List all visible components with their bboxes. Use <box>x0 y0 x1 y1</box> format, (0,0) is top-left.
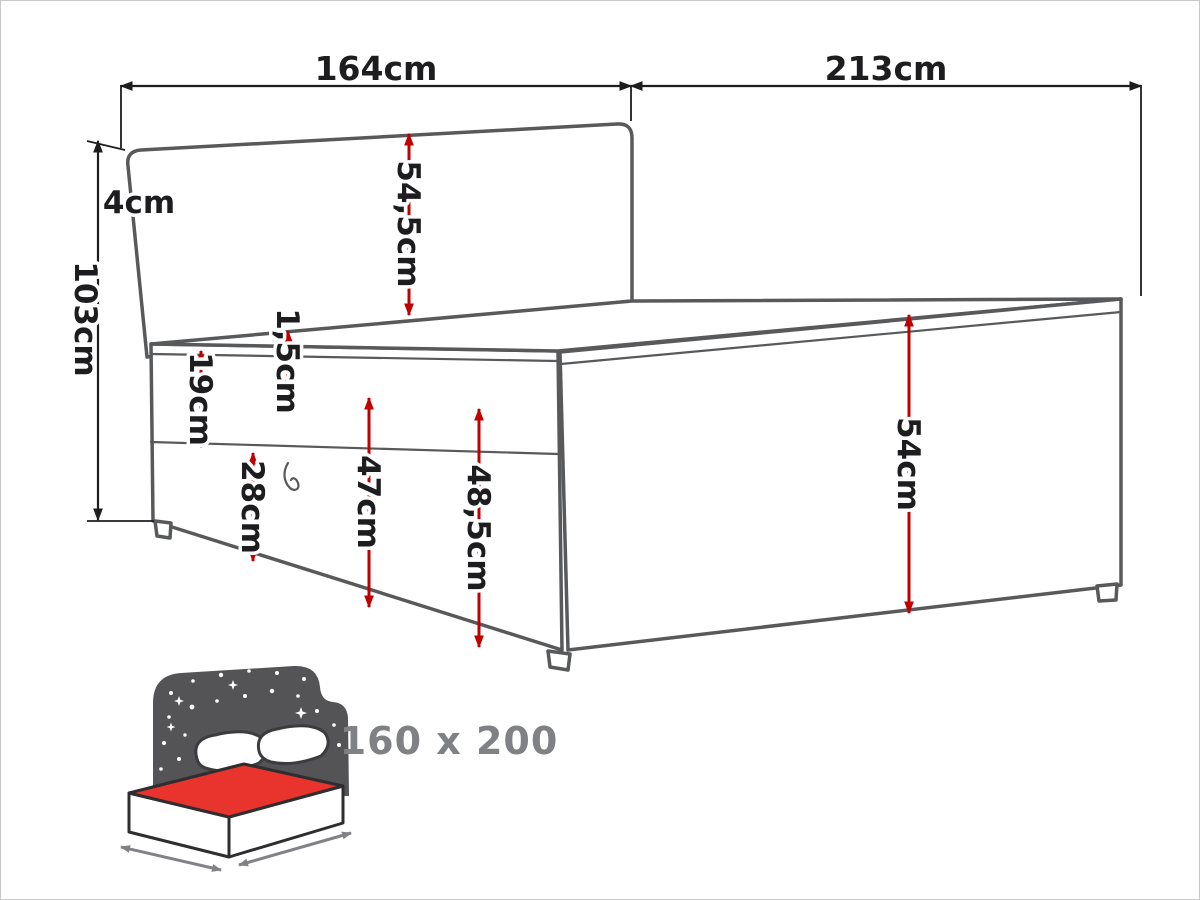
side-rail-lip <box>559 310 1123 366</box>
bed-foot <box>1095 582 1119 603</box>
dim-label-213: 213cm <box>825 49 948 88</box>
side-panel <box>558 297 1123 652</box>
dim-label-28: 28cm <box>234 460 270 554</box>
bed-drawing <box>126 122 1123 672</box>
headboard <box>126 122 634 359</box>
dim-label-164: 164cm <box>315 49 438 88</box>
red-dimensions: 54,5cm 1,5cm 19cm 28cm 47cm 48,5cm 54cm <box>179 132 930 649</box>
dim-label-48-5: 48,5cm <box>460 464 496 591</box>
storage-bed-icon <box>120 665 352 872</box>
bed-foot <box>153 519 173 540</box>
icon-width-arrow <box>120 845 222 872</box>
piping-seam <box>150 352 559 363</box>
dim-label-54: 54cm <box>890 417 926 511</box>
dim-label-19: 19cm <box>182 352 218 446</box>
dim-label-103cm: 103cm <box>67 261 103 376</box>
icon-length-arrow <box>238 831 352 867</box>
dim-label-47: 47cm <box>350 455 386 549</box>
top-dimension: 164cm 213cm <box>119 46 1143 296</box>
dim-label-4cm: 4cm <box>103 185 175 221</box>
left-dimension: 4cm 103cm <box>64 139 179 522</box>
size-badge-label: 160 x 200 <box>340 719 559 763</box>
icon-stars <box>159 669 341 789</box>
mattress-seam <box>149 440 560 456</box>
drawer-handle <box>283 461 300 491</box>
bed-foot <box>546 649 572 672</box>
dim-label-54-5: 54,5cm <box>390 160 426 287</box>
icon-mattress-top-red <box>127 762 345 819</box>
icon-pillows <box>194 724 330 773</box>
dim-label-1-5: 1,5cm <box>269 308 305 414</box>
